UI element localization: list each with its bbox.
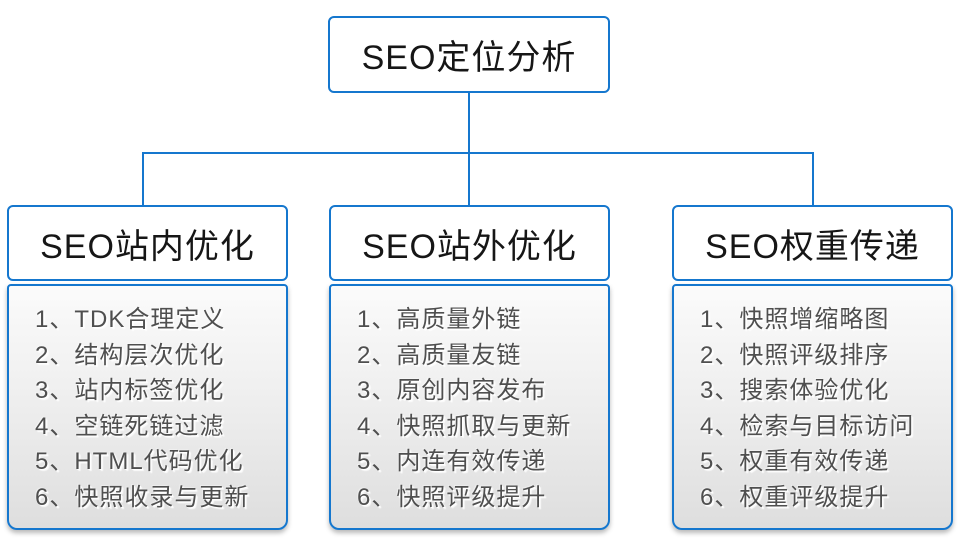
branch-header-offsite: SEO站外优化 bbox=[329, 205, 610, 281]
root-node-title: SEO定位分析 bbox=[361, 39, 577, 77]
list-item: 4、空链死链过滤 bbox=[35, 412, 225, 440]
branch-header-onsite: SEO站内优化 bbox=[7, 205, 288, 281]
list-item: 1、快照增缩略图 bbox=[700, 306, 890, 333]
list-item: 1、高质量外链 bbox=[357, 306, 522, 333]
branch-header-weight: SEO权重传递 bbox=[672, 205, 953, 281]
list-item: 3、站内标签优化 bbox=[35, 377, 225, 404]
list-item: 6、权重评级提升 bbox=[700, 483, 890, 511]
branch-list-onsite: 1、TDK合理定义 2、结构层次优化 3、站内标签优化 4、空链死链过滤 5、H… bbox=[7, 284, 288, 530]
list-item: 2、高质量友链 bbox=[357, 341, 522, 369]
branch-title: SEO权重传递 bbox=[705, 227, 920, 266]
list-item: 3、搜索体验优化 bbox=[700, 377, 890, 404]
list-item: 4、快照抓取与更新 bbox=[357, 412, 572, 440]
branch-list-weight: 1、快照增缩略图 2、快照评级排序 3、搜索体验优化 4、检索与目标访问 5、权… bbox=[672, 284, 953, 530]
root-node-seo-positioning: SEO定位分析 bbox=[328, 16, 610, 93]
list-item: 5、内连有效传递 bbox=[357, 448, 547, 475]
connector-horizontal-rail bbox=[142, 152, 814, 154]
branch-item-list: 1、TDK合理定义 2、结构层次优化 3、站内标签优化 4、空链死链过滤 5、H… bbox=[35, 302, 276, 515]
list-item: 2、结构层次优化 bbox=[35, 341, 225, 369]
list-item: 4、检索与目标访问 bbox=[700, 412, 915, 440]
branch-item-list: 1、高质量外链 2、高质量友链 3、原创内容发布 4、快照抓取与更新 5、内连有… bbox=[357, 302, 598, 515]
list-item: 2、快照评级排序 bbox=[700, 341, 890, 369]
list-item: 6、快照收录与更新 bbox=[35, 483, 250, 511]
list-item: 5、HTML代码优化 bbox=[35, 448, 244, 475]
branch-item-list: 1、快照增缩略图 2、快照评级排序 3、搜索体验优化 4、检索与目标访问 5、权… bbox=[700, 302, 941, 515]
connector-drop-right bbox=[812, 152, 814, 206]
branch-title: SEO站外优化 bbox=[362, 227, 577, 266]
list-item: 6、快照评级提升 bbox=[357, 483, 547, 511]
list-item: 1、TDK合理定义 bbox=[35, 306, 226, 333]
connector-root-stem bbox=[468, 93, 470, 153]
connector-drop-center bbox=[468, 152, 470, 206]
list-item: 3、原创内容发布 bbox=[357, 377, 547, 404]
list-item: 5、权重有效传递 bbox=[700, 448, 890, 475]
branch-title: SEO站内优化 bbox=[40, 227, 255, 266]
connector-drop-left bbox=[142, 152, 144, 206]
branch-list-offsite: 1、高质量外链 2、高质量友链 3、原创内容发布 4、快照抓取与更新 5、内连有… bbox=[329, 284, 610, 530]
